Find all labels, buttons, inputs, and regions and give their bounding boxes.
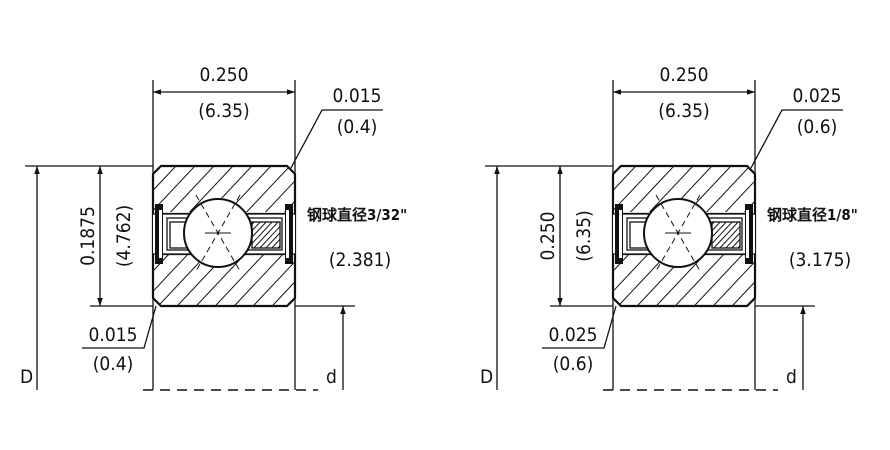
width-mm-label: (6.35): [198, 100, 249, 122]
bottom-chamfer-mm-label: (0.4): [93, 353, 134, 375]
height-mm-label: (6.35): [573, 210, 595, 261]
bearing-outline: [151, 164, 297, 308]
outer-ring-hatching: [613, 166, 755, 212]
top-chamfer-inch-label: 0.025: [793, 85, 842, 107]
height-inch-label: 0.1875: [77, 206, 99, 266]
inner-ring-hatching: [613, 254, 755, 306]
top-chamfer-mm-label: (0.4): [337, 116, 378, 138]
bore-diameter-label: d: [326, 366, 337, 388]
bottom-chamfer-leader: [542, 305, 617, 349]
bearing-section-2: 0.250 (6.35) 0.025 (0.6) 0.250 (6.35) 0.…: [480, 64, 858, 391]
outer-diameter-label: D: [20, 366, 33, 388]
bottom-chamfer-leader: [82, 305, 157, 349]
top-chamfer-mm-label: (0.6): [797, 116, 838, 138]
width-mm-label: (6.35): [658, 100, 709, 122]
width-inch-label: 0.250: [660, 64, 709, 86]
height-mm-label: (4.762): [113, 205, 135, 267]
bearing-section-1: 0.250 (6.35) 0.015 (0.4) 0.1875 (4.762) …: [20, 64, 407, 391]
ball-diameter-label: 钢球直径3/32": [307, 206, 407, 224]
bore-diameter-label: d: [786, 366, 797, 388]
ball-diameter-label: 钢球直径1/8": [767, 206, 858, 224]
ball-diameter-mm-label: (2.381): [329, 249, 391, 271]
outer-ring-hatching: [153, 166, 295, 212]
height-inch-label: 0.250: [537, 212, 559, 261]
ball-diameter-mm-label: (3.175): [789, 249, 851, 271]
top-chamfer-leader: [750, 109, 843, 169]
width-inch-label: 0.250: [200, 64, 249, 86]
top-chamfer-leader: [290, 109, 383, 169]
bottom-chamfer-inch-label: 0.015: [89, 324, 138, 346]
bearing-outline: [611, 164, 757, 308]
bottom-chamfer-mm-label: (0.6): [553, 353, 594, 375]
outer-diameter-label: D: [480, 366, 493, 388]
bottom-chamfer-inch-label: 0.025: [549, 324, 598, 346]
inner-ring-hatching: [153, 254, 295, 306]
top-chamfer-inch-label: 0.015: [333, 85, 382, 107]
